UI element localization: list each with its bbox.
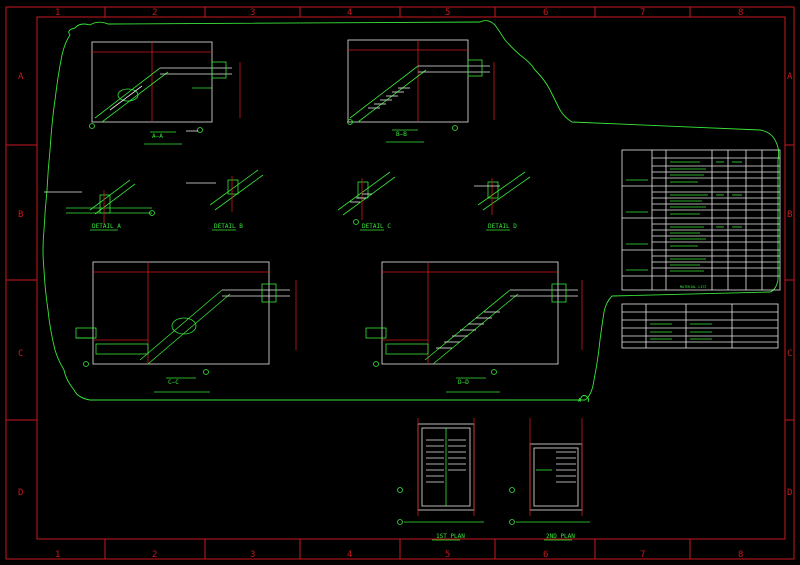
col-num-6-bottom: 6 bbox=[543, 550, 548, 560]
column-ticks bbox=[6, 7, 794, 559]
schedule-table bbox=[621, 303, 779, 349]
row-letter-a-left: A bbox=[18, 72, 24, 82]
col-num-2-top: 2 bbox=[152, 8, 157, 18]
col-num-7-top: 7 bbox=[640, 8, 645, 18]
plan-2: 2ND PLAN bbox=[509, 418, 590, 541]
view-b-b: B—B bbox=[347, 39, 495, 143]
col-num-5-bottom: 5 bbox=[445, 550, 450, 560]
detail-d-title: DETAIL D bbox=[488, 223, 517, 230]
detail-c-title: DETAIL C bbox=[362, 223, 391, 230]
view-b-b-title: B—B bbox=[396, 131, 407, 138]
detail-b: DETAIL B bbox=[186, 169, 264, 231]
row-letter-c-right: C bbox=[787, 349, 792, 359]
row-letter-d-right: D bbox=[787, 488, 792, 498]
col-num-3-bottom: 3 bbox=[250, 550, 255, 560]
material-table: MATERIAL LIST bbox=[621, 149, 781, 291]
col-num-2-bottom: 2 bbox=[152, 550, 157, 560]
view-a-a: A—A bbox=[89, 41, 241, 145]
row-letter-d-left: D bbox=[18, 488, 23, 498]
inner-frame bbox=[36, 16, 786, 540]
col-num-8-bottom: 8 bbox=[738, 550, 743, 560]
col-num-7-bottom: 7 bbox=[640, 550, 645, 560]
row-letter-c-left: C bbox=[18, 349, 23, 359]
detail-a-title: DETAIL A bbox=[92, 223, 121, 230]
plan-2-title: 2ND PLAN bbox=[546, 533, 575, 540]
detail-c: DETAIL C bbox=[337, 171, 396, 231]
view-c-c-title: C—C bbox=[168, 379, 179, 386]
col-num-3-top: 3 bbox=[250, 8, 255, 18]
col-num-5-top: 5 bbox=[445, 8, 450, 18]
revision-cloud bbox=[42, 20, 780, 401]
detail-a: DETAIL A bbox=[44, 179, 155, 231]
row-letter-a-right: A bbox=[787, 72, 793, 82]
view-c-c: C—C bbox=[75, 261, 297, 393]
plan-1: 1ST PLAN bbox=[397, 418, 484, 541]
detail-b-title: DETAIL B bbox=[214, 223, 243, 230]
revision-triangle bbox=[579, 395, 590, 403]
view-d-d-title: D—D bbox=[458, 379, 469, 386]
col-num-4-bottom: 4 bbox=[347, 550, 352, 560]
col-num-6-top: 6 bbox=[543, 8, 548, 18]
row-letter-b-right: B bbox=[787, 210, 792, 220]
material-table-header: MATERIAL LIST bbox=[680, 285, 707, 289]
view-d-d: D—D bbox=[365, 261, 583, 393]
view-a-a-title: A—A bbox=[152, 133, 163, 140]
col-num-4-top: 4 bbox=[347, 8, 352, 18]
revision-mark: A bbox=[578, 398, 581, 404]
detail-d: DETAIL D bbox=[474, 171, 531, 231]
row-letter-b-left: B bbox=[18, 210, 23, 220]
col-num-1-bottom: 1 bbox=[55, 550, 60, 560]
col-num-8-top: 8 bbox=[738, 8, 743, 18]
plan-1-title: 1ST PLAN bbox=[436, 533, 465, 540]
col-num-1-top: 1 bbox=[55, 8, 60, 18]
